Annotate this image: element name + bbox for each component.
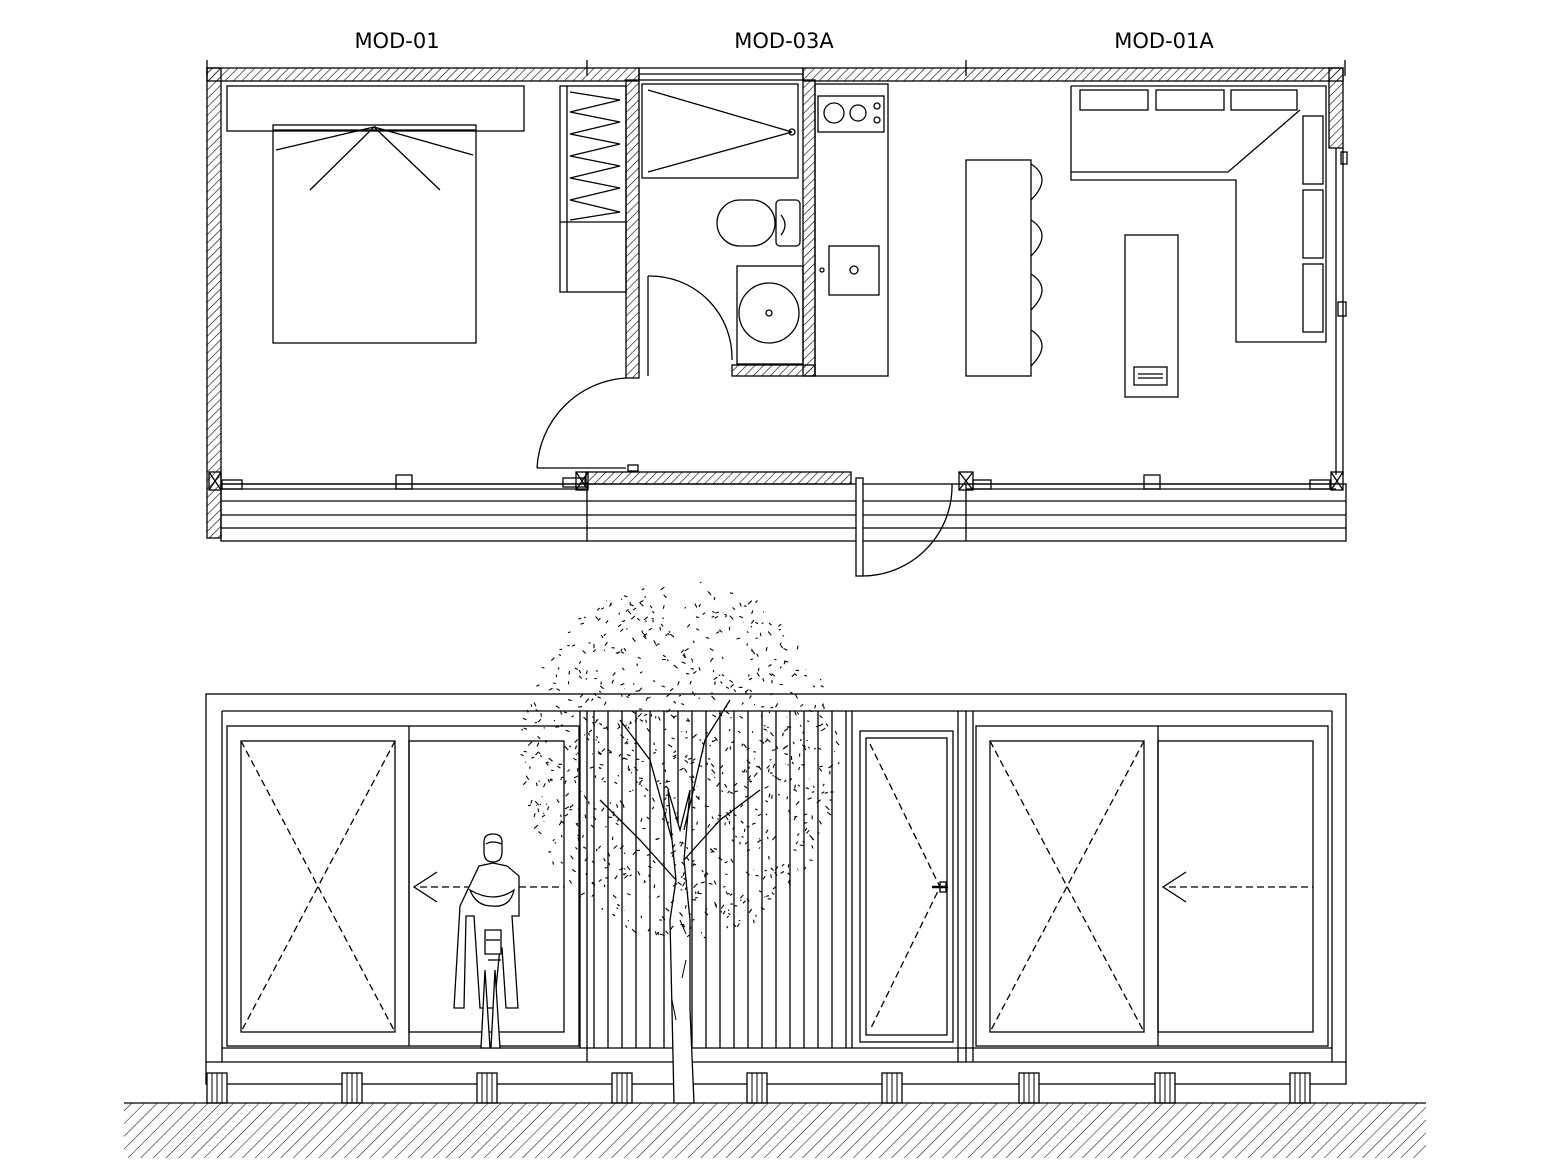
- sliding-window-left: [226, 725, 580, 1047]
- ground-hatch: [124, 1103, 1426, 1158]
- bedroom-bath-wall: [625, 79, 640, 379]
- entry-door-leaf: [855, 477, 864, 577]
- foundation-piers: [206, 1072, 1311, 1104]
- foliage-strokes: [520, 581, 840, 939]
- bar-stool: [1030, 219, 1043, 257]
- module-label-mod-01a: MOD-01A: [1114, 29, 1214, 53]
- wardrobe-hangers: [569, 91, 621, 221]
- elevation-outline: [205, 693, 1347, 1085]
- bath-kitchen-wall: [802, 79, 816, 377]
- bath-vanity: [736, 265, 804, 365]
- east-wall: [1328, 67, 1344, 149]
- bathroom-door-swing: [647, 275, 733, 361]
- vertical-cladding: [579, 711, 853, 1048]
- bar-stool: [1030, 273, 1043, 311]
- kitchen-counter: [814, 83, 889, 377]
- floor-plan: [206, 60, 1348, 577]
- tree-canopy: [520, 581, 840, 939]
- human-figure: [453, 833, 520, 1049]
- entry-door-swing: [862, 483, 953, 577]
- bed-headboard: [226, 85, 525, 132]
- wash-basin: [738, 282, 800, 344]
- north-wall-living: [802, 67, 1344, 82]
- bedroom-door-swing: [536, 377, 627, 469]
- toilet-tank: [775, 199, 801, 247]
- bed: [272, 124, 477, 344]
- south-wall-center: [585, 471, 852, 485]
- shower-tray: [641, 83, 799, 179]
- module-label-mod-03a: MOD-03A: [734, 29, 834, 53]
- module-label-mod-01: MOD-01: [354, 29, 439, 53]
- wardrobe: [559, 85, 627, 293]
- north-wall-bedroom: [206, 67, 640, 82]
- bar-stool: [1030, 163, 1043, 201]
- toilet: [716, 199, 776, 247]
- bed-fold-left: [275, 125, 377, 191]
- sofa-l-shape: [1070, 85, 1327, 343]
- cooktop: [817, 95, 885, 133]
- bath-south-wall: [731, 364, 816, 377]
- coffee-table: [1124, 234, 1179, 398]
- bar-stool: [1030, 329, 1043, 367]
- entry-door: [859, 730, 954, 1043]
- kitchen-sink: [828, 245, 880, 296]
- sliding-window-right: [975, 725, 1329, 1047]
- west-wall: [206, 67, 222, 539]
- bed-fold-right: [373, 126, 474, 191]
- front-elevation: [124, 693, 1426, 1158]
- deck: [220, 483, 1347, 542]
- tree-trunk: [667, 789, 695, 1104]
- breakfast-bar: [965, 159, 1032, 377]
